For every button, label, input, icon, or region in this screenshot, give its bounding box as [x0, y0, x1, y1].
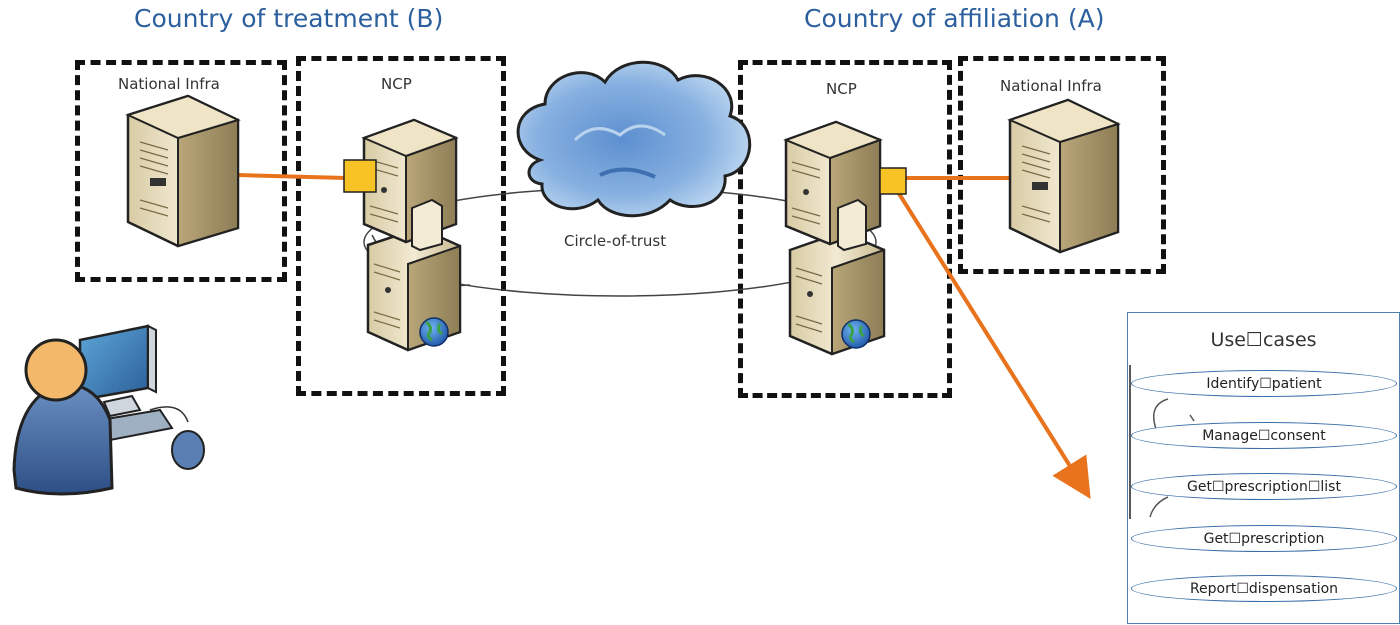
document-icon	[837, 198, 867, 252]
use-case-get-prescription: Get☐prescription	[1131, 525, 1397, 552]
use-cases-panel: Use☐cases Identify☐patient Manage☐consen…	[1127, 312, 1400, 624]
use-case-identify-patient: Identify☐patient	[1131, 370, 1397, 397]
user-computer-icon	[12, 324, 205, 496]
port-a	[879, 167, 907, 195]
national-infra-b-label: National Infra	[118, 75, 220, 93]
ncp-a-box	[738, 60, 952, 398]
server-icon	[1007, 98, 1121, 254]
use-case-report-dispensation: Report☐dispensation	[1131, 575, 1397, 602]
national-infra-b-box	[75, 60, 287, 282]
globe-icon	[841, 319, 871, 349]
circle-of-trust-label: Circle-of-trust	[564, 232, 667, 250]
national-infra-a-box	[958, 56, 1166, 274]
document-icon	[411, 198, 443, 252]
use-cases-title: Use☐cases	[1210, 329, 1317, 351]
ncp-a-label: NCP	[826, 80, 857, 98]
globe-icon	[419, 317, 449, 347]
port-b	[343, 159, 377, 193]
country-of-treatment-title: Country of treatment (B)	[134, 4, 444, 33]
use-case-arrow	[896, 190, 1091, 499]
use-case-get-prescription-list: Get☐prescription☐list	[1131, 473, 1397, 500]
country-of-affiliation-title: Country of affiliation (A)	[804, 4, 1105, 33]
use-case-manage-consent: Manage☐consent	[1131, 422, 1397, 449]
ncp-b-box	[296, 56, 506, 396]
ncp-b-label: NCP	[381, 75, 412, 93]
link-infra-b	[237, 173, 347, 180]
use-case-connectors	[1129, 365, 1195, 519]
cloud-icon	[516, 60, 752, 218]
national-infra-a-label: National Infra	[1000, 77, 1102, 95]
server-icon	[125, 94, 241, 248]
